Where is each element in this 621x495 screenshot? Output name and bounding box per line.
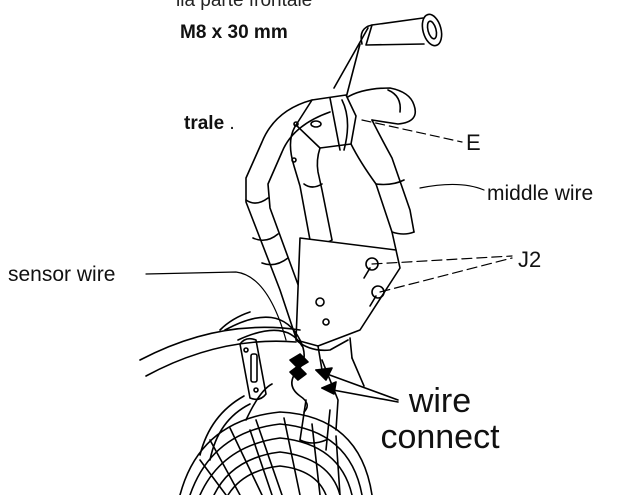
instruction-line-3: trale . (184, 113, 235, 135)
label-wire-connect: wire connect (380, 383, 500, 455)
label-sensor-wire: sensor wire (8, 263, 116, 286)
right-main-tube (350, 119, 415, 251)
down-stem (299, 357, 365, 451)
plate-e (291, 94, 357, 163)
frame-arcs (139, 311, 301, 461)
instruction-line-3-bold: trale (184, 113, 225, 134)
label-e: E (466, 130, 481, 155)
right-upper-tube (345, 87, 417, 125)
sensor-housing (239, 337, 267, 401)
leader-lines (145, 119, 513, 341)
label-j2: J2 (518, 247, 542, 272)
wire-connect-arrows (315, 367, 399, 403)
label-wire-connect-line-2: connect (380, 418, 500, 456)
label-wire-connect-line-1: wire (408, 382, 472, 420)
wire-bundle (224, 316, 309, 421)
label-middle-wire: middle wire (487, 182, 594, 205)
instruction-line-2: M8 x 30 mm (180, 22, 288, 43)
left-inner-tube (289, 124, 333, 244)
center-bracket (295, 237, 401, 371)
top-handle-grip (333, 13, 443, 99)
fan-wheel (179, 411, 373, 495)
instruction-line-3-tail: . (224, 113, 235, 134)
instruction-line-1: lla parte frontale (176, 0, 313, 11)
